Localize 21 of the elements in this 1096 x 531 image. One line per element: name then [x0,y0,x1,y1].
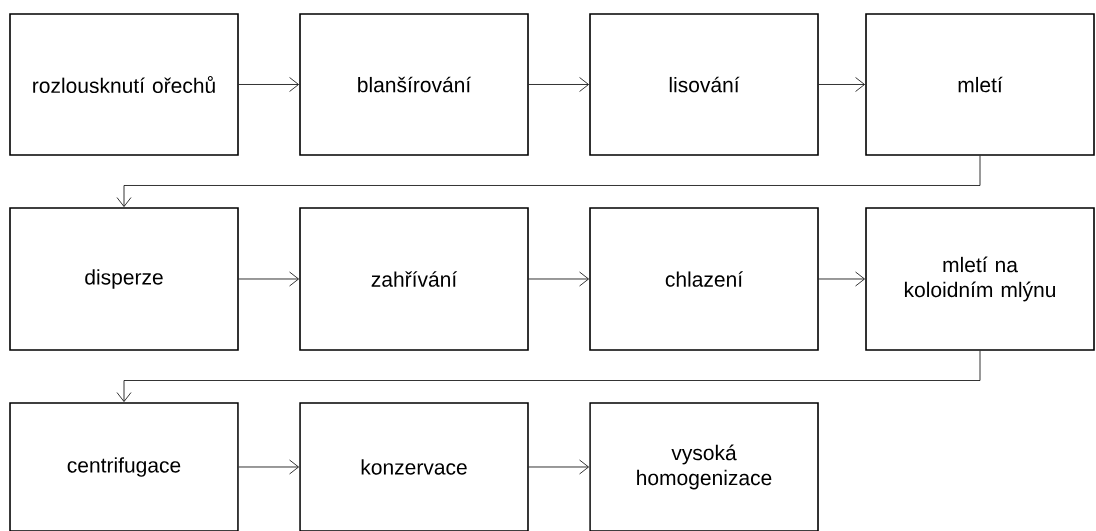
process-box: disperze [9,207,239,351]
arrow [818,271,865,287]
process-box: konzervace [299,402,529,531]
arrow [238,77,299,92]
process-box: vysoká homogenizace [589,402,819,531]
process-box: blanšírování [299,13,529,156]
process-box: zahřívání [299,207,529,351]
arrow [116,350,981,402]
arrow [238,271,299,287]
arrow [528,459,589,475]
process-box: mletí [865,13,1095,156]
process-box: centrifugace [9,402,239,531]
arrow [818,77,865,92]
arrow [116,155,981,207]
process-box: rozlousknutí ořechů [9,13,239,156]
process-box: chlazení [589,207,819,351]
process-box: mletí na koloidním mlýnu [865,207,1095,351]
process-box: lisování [589,13,819,156]
arrow [528,77,589,92]
arrow [238,459,299,475]
arrow [528,271,589,287]
